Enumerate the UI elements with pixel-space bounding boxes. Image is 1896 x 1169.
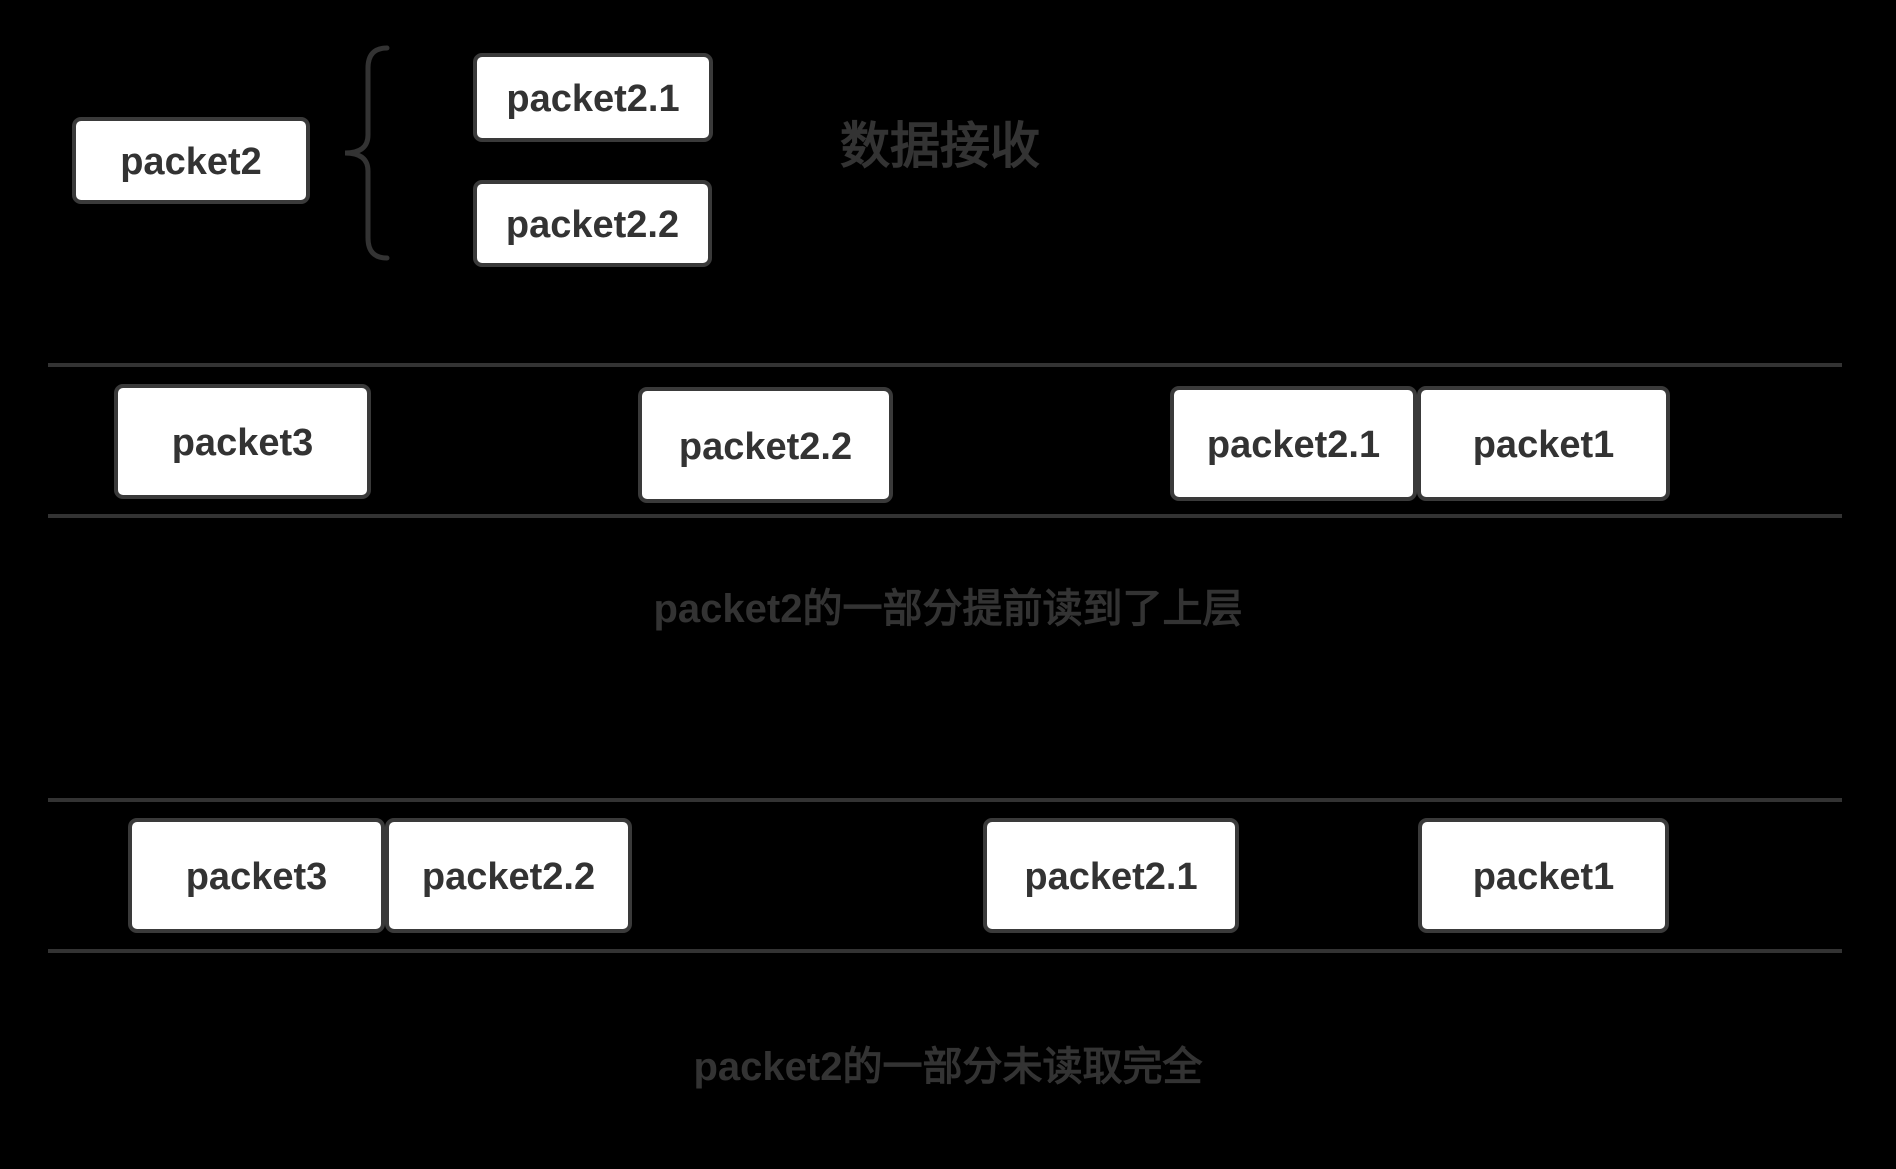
buffer-line — [48, 798, 1842, 802]
packet3-box: packet3 — [128, 818, 385, 933]
packet2-2-box: packet2.2 — [473, 180, 712, 267]
packet2-1-box: packet2.1 — [1170, 386, 1417, 501]
packet3-box: packet3 — [114, 384, 371, 499]
packet1-box: packet1 — [1417, 386, 1670, 501]
packet-label: packet2.1 — [1024, 856, 1198, 898]
buffer-line — [48, 949, 1842, 953]
packet2-1-box: packet2.1 — [983, 818, 1239, 933]
packet-label: packet2.2 — [505, 204, 680, 246]
packet-label: packet2.2 — [678, 425, 853, 468]
brace-icon — [344, 45, 390, 261]
packet-label: packet3 — [185, 856, 328, 898]
section-title: 数据接收 — [840, 118, 1040, 174]
packet-label: packet2.1 — [1206, 424, 1381, 466]
packet-label: packet1 — [1472, 856, 1615, 898]
stream-bottom-caption: packet2的一部分未读取完全 — [693, 1045, 1203, 1089]
packet2-1-box: packet2.1 — [473, 53, 713, 142]
packet-label: packet2.2 — [421, 856, 596, 898]
packet-label: packet3 — [171, 422, 314, 464]
packet-label: packet2.1 — [506, 78, 680, 120]
buffer-line — [48, 514, 1842, 518]
stream-top-caption: packet2的一部分提前读到了上层 — [653, 587, 1243, 631]
packet1-box: packet1 — [1418, 818, 1669, 933]
packet2-2-box: packet2.2 — [638, 387, 893, 503]
packet-label: packet2 — [120, 141, 262, 183]
packet2-2-box: packet2.2 — [385, 818, 632, 933]
packet2-box: packet2 — [72, 117, 310, 204]
packet-label: packet1 — [1472, 424, 1615, 466]
buffer-line — [48, 363, 1842, 367]
